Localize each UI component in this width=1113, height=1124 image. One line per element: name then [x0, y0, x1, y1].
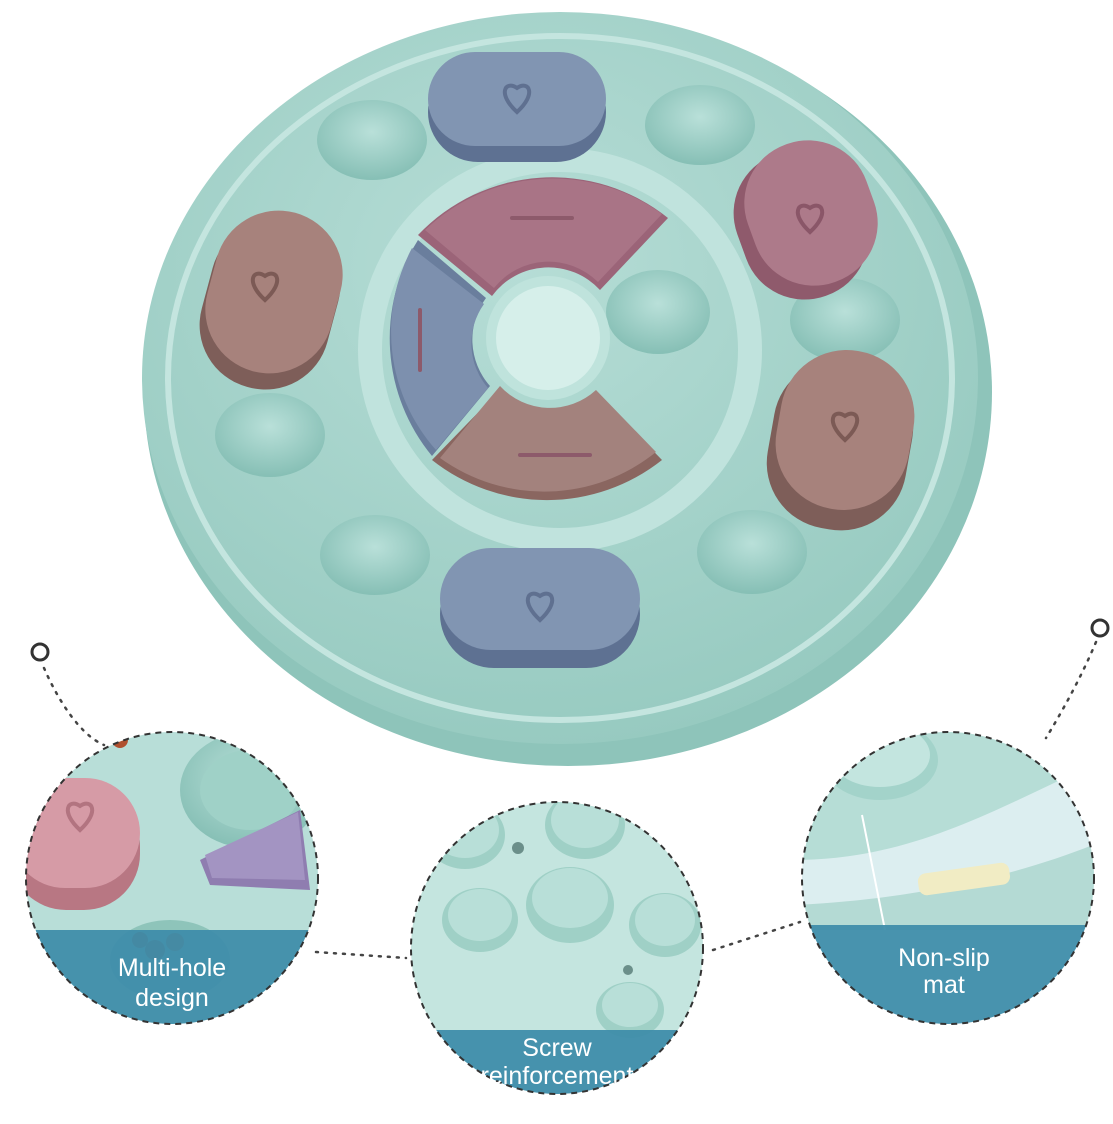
slider-pink-right — [733, 140, 878, 300]
caption-line2: design — [135, 984, 209, 1012]
feeder-wells — [215, 85, 900, 595]
pill-sliders — [199, 52, 915, 668]
pin-left — [30, 642, 50, 662]
caption-line2: reinforcement — [481, 1062, 634, 1090]
caption-line2: mat — [923, 971, 965, 999]
pin-right — [1090, 618, 1110, 638]
detail-multi-hole: Multi-hole design — [25, 731, 319, 1025]
heart-icon — [66, 801, 94, 833]
heart-icon — [251, 271, 279, 303]
heart-icon — [503, 83, 531, 115]
center-sliders — [389, 177, 668, 501]
slider-brown-left — [199, 210, 343, 390]
heart-icon — [796, 203, 824, 235]
screw-icon — [512, 842, 524, 854]
callout-connectors — [42, 640, 1098, 960]
detail-non-slip-mat: Non-slip mat — [801, 731, 1095, 1025]
heart-icon — [831, 411, 859, 443]
caption-line1: Non-slip — [898, 944, 990, 972]
slider-blue-top — [428, 52, 606, 162]
caption-line1: Multi-hole — [118, 954, 226, 982]
heart-icon — [526, 591, 554, 623]
puzzle-feeder-image — [142, 12, 992, 766]
detail-screw-reinforcement: Screw reinforcement — [410, 801, 704, 1095]
slider-brown-right — [766, 350, 915, 531]
caption-line1: Screw — [522, 1034, 592, 1062]
slider-blue-bottom — [440, 548, 640, 668]
non-slip-pad — [917, 862, 1011, 896]
